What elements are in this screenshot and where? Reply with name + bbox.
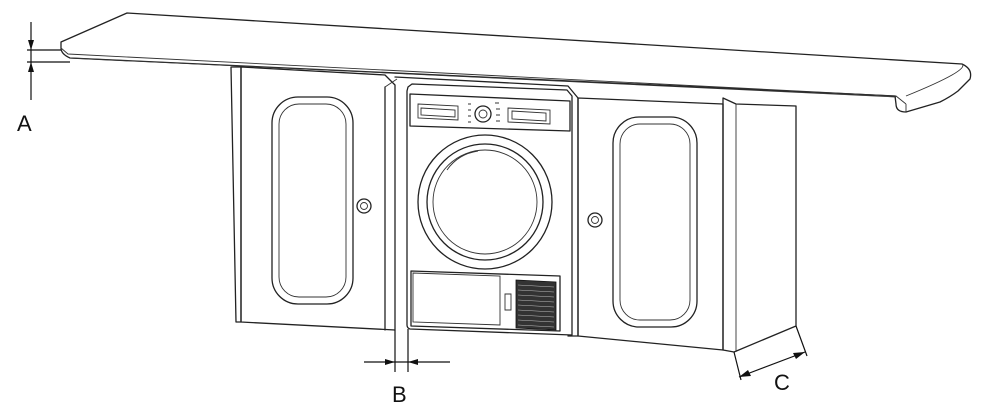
right-door-window-outer (613, 117, 697, 327)
right-cabinet-door (578, 98, 723, 350)
right-cabinet-side-panel (723, 98, 796, 352)
dimension-c-arrow-left (739, 370, 751, 377)
dimension-b-arrow-left (408, 359, 418, 365)
left-door-knob-center (361, 203, 368, 210)
dryer-vent-slots (518, 285, 554, 327)
right-cabinet (578, 98, 796, 352)
dimension-a (27, 22, 70, 100)
dryer-control-buttons (468, 103, 500, 122)
worktop-front-bottom (70, 58, 896, 97)
dryer-body (407, 84, 572, 335)
right-door-window-inner (620, 124, 690, 320)
dimension-a-extension (27, 50, 70, 62)
left-cabinet (231, 67, 395, 330)
dryer-program-knob-icon (475, 106, 491, 122)
dryer-filter-handle (505, 294, 511, 310)
dimension-b-label: B (392, 382, 407, 407)
dimension-c (734, 326, 807, 380)
dimension-b (364, 329, 450, 372)
dryer-door-glass (433, 150, 537, 254)
dimension-a-arrow-down (28, 40, 34, 50)
dryer-vent-grille (516, 280, 556, 330)
dimension-a-label: A (17, 111, 32, 136)
left-door-knob-icon (357, 199, 371, 213)
dryer-door-reflection (447, 151, 478, 170)
worktop (61, 13, 971, 112)
dryer-kickplate (411, 271, 560, 331)
dryer-door-ring (427, 144, 543, 260)
left-door-window-outer (272, 97, 353, 304)
right-door-knob-center (592, 217, 599, 224)
dryer-program-knob-center (479, 110, 487, 118)
left-cabinet-side-panel (231, 67, 241, 322)
worktop-top-surface (61, 13, 971, 112)
dryer-water-tank (418, 104, 458, 120)
dimension-a-arrow-up (28, 62, 34, 72)
dryer-display (508, 108, 550, 124)
worktop-front-edge (61, 48, 906, 104)
dimension-c-line (739, 352, 805, 377)
tumble-dryer (407, 84, 572, 335)
dimension-c-label: C (774, 370, 790, 395)
dimension-c-arrow-right (793, 352, 805, 359)
dimension-c-extension (734, 326, 807, 380)
dimension-b-arrow-right (385, 359, 395, 365)
right-door-knob-icon (588, 213, 602, 227)
left-cabinet-door (241, 67, 395, 330)
niche-top-edge (385, 79, 397, 87)
worktop-right-end (906, 64, 963, 112)
left-door-window-inner (279, 104, 346, 297)
dryer-door-outer (418, 135, 552, 269)
dryer-control-panel (410, 94, 570, 131)
dryer-filter-door (413, 273, 500, 325)
